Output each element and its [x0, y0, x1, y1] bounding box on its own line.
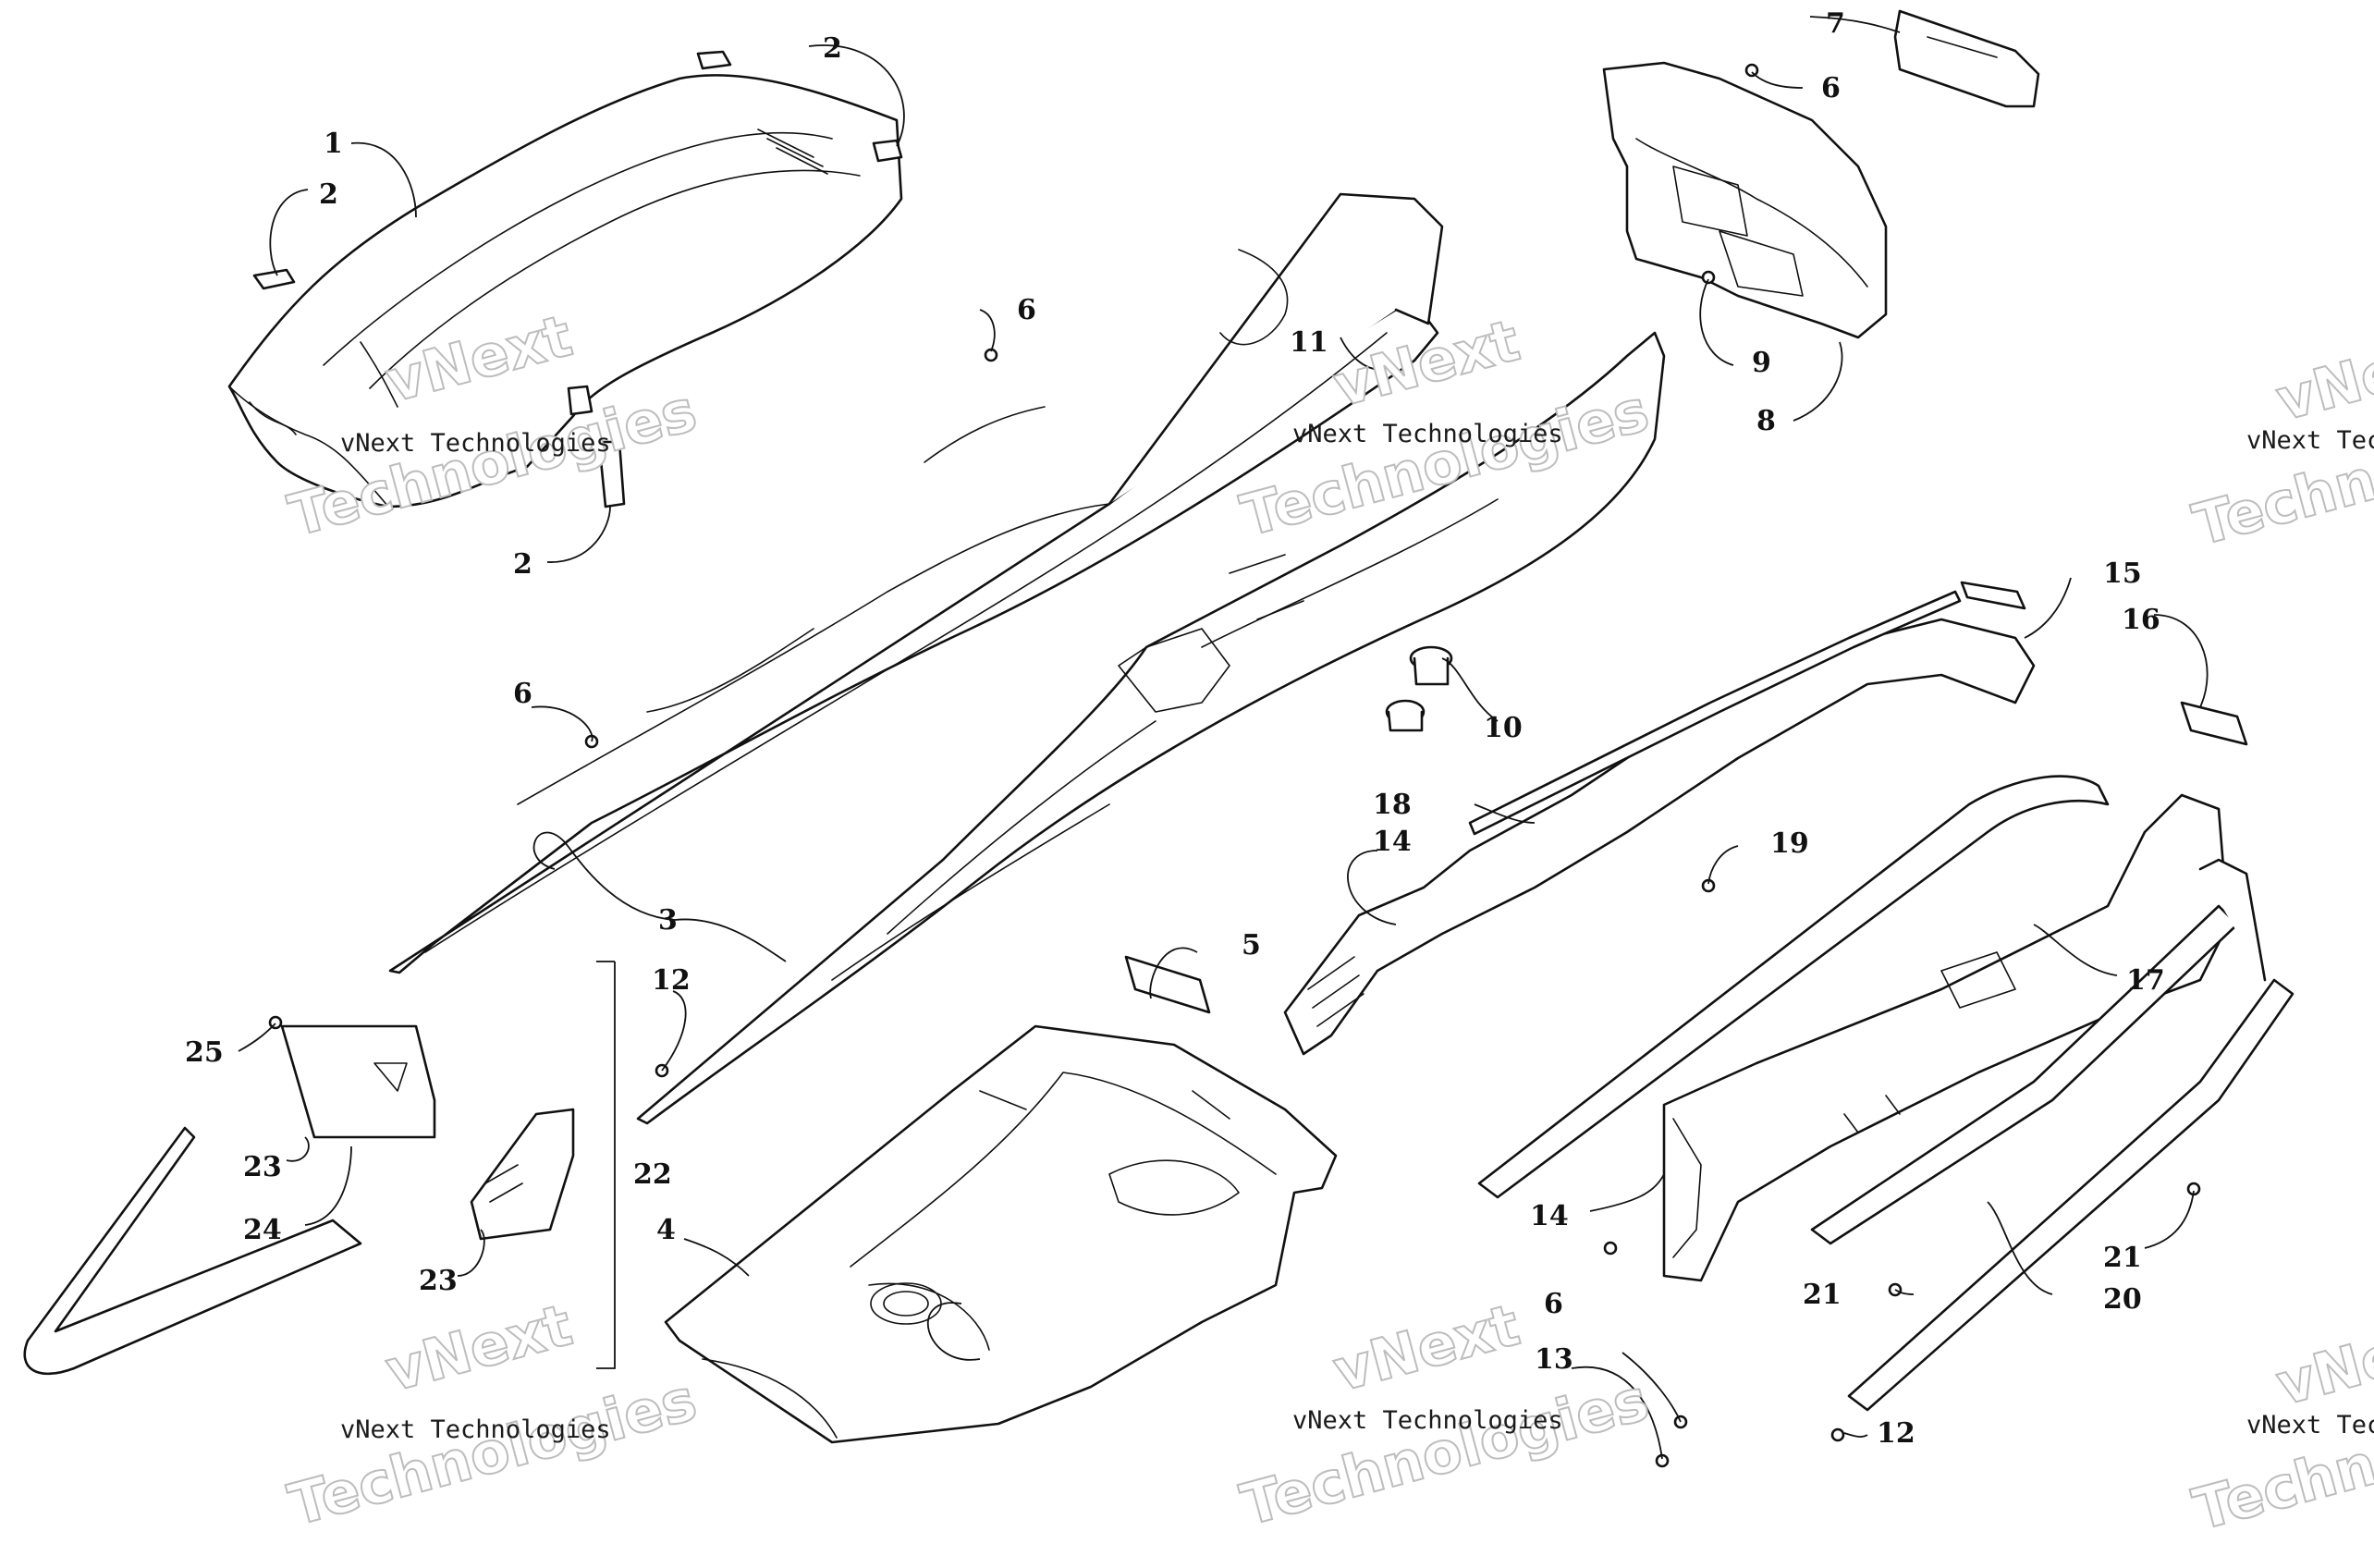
callout-numbers: 1 2 2 2 2 3 4 5 6 6 6 6 7 8 9 10 11 12 1…: [185, 7, 2165, 1450]
callout-14a: 14: [1373, 826, 1412, 858]
watermark-bottom-left: vNext Technologies vNext Technologies: [281, 1290, 704, 1539]
part-side-panel: [388, 192, 1444, 974]
part-seat-side-upper: [1283, 618, 2036, 1056]
watermark-line: vNext Technologies: [1292, 1406, 1563, 1435]
callout-11: 11: [1290, 326, 1328, 359]
callout-10: 10: [1484, 712, 1523, 744]
watermark-word-a: vNext: [379, 1291, 579, 1404]
part-tail-cap: [1893, 9, 2040, 108]
callout-8: 8: [1756, 405, 1776, 437]
callout-4: 4: [656, 1214, 676, 1246]
part-decal: [1124, 581, 2248, 1014]
callout-24: 24: [243, 1214, 282, 1246]
watermark-line: vNext Technologies: [2246, 1411, 2374, 1439]
leader-lines: [238, 16, 2209, 1460]
watermark-word-a: vNext: [2270, 1305, 2374, 1418]
part-side-panel-right: [636, 331, 1666, 1125]
watermark-bottom-center: vNext Technologies vNext Technologies: [1233, 1290, 1657, 1539]
part-seat-bar: [1468, 590, 1962, 836]
callout-14b: 14: [1530, 1200, 1569, 1232]
callout-20: 20: [2103, 1283, 2142, 1316]
watermark-word-a: vNext: [2270, 320, 2374, 434]
callout-12a: 12: [652, 964, 691, 997]
callout-23a: 23: [243, 1151, 282, 1183]
callout-13: 13: [1535, 1343, 1573, 1376]
callout-6c: 6: [1821, 72, 1841, 104]
callout-17: 17: [2126, 964, 2165, 997]
watermark-line: vNext Technologies: [2246, 426, 2374, 455]
watermark-line: vNext Technologies: [340, 1415, 611, 1444]
part-seat-side-lower: [1662, 793, 2230, 1282]
callout-12b: 12: [1877, 1417, 1915, 1450]
watermark-line: vNext Technologies: [1292, 420, 1563, 448]
callout-19: 19: [1770, 827, 1809, 860]
callout-3: 3: [658, 904, 678, 937]
part-clip: [252, 50, 903, 508]
callout-23b: 23: [419, 1265, 458, 1297]
part-grab-bar: [1477, 775, 2294, 1412]
callout-6d: 6: [1544, 1288, 1563, 1320]
callout-18: 18: [1373, 789, 1412, 821]
callout-15: 15: [2103, 557, 2142, 590]
watermark-bottom-right: vNext Technologies vNext Technologies: [2185, 1304, 2374, 1544]
callout-21a: 21: [1803, 1279, 1842, 1311]
watermark-top-right: vNext Technologies vNext Technologies: [2185, 319, 2374, 559]
callout-25: 25: [185, 1036, 224, 1069]
callout-5: 5: [1242, 929, 1261, 962]
callout-16: 16: [2122, 604, 2160, 636]
watermark-word-b: Technologies: [282, 1366, 704, 1539]
watermark-word-a: vNext: [1327, 1291, 1526, 1404]
callout-7: 7: [1826, 7, 1845, 40]
part-storage-tub: [664, 1024, 1338, 1444]
watermark-word-b: Technologies: [1234, 1366, 1656, 1539]
watermark-line: vNext Technologies: [340, 429, 611, 458]
part-rear-bumper: [1602, 61, 1888, 339]
callout-21b: 21: [2103, 1242, 2142, 1274]
callout-2a: 2: [823, 32, 842, 65]
callout-1: 1: [324, 128, 343, 160]
callout-2c: 2: [513, 548, 532, 581]
callout-2b: 2: [319, 178, 338, 211]
callout-6b: 6: [513, 678, 532, 710]
part-knob: [1385, 645, 1453, 732]
callout-9: 9: [1752, 347, 1771, 379]
part-front-bumper: [23, 1024, 575, 1376]
part-hood: [227, 74, 903, 508]
callout-22: 22: [633, 1158, 672, 1191]
callout-6a: 6: [1017, 294, 1036, 326]
